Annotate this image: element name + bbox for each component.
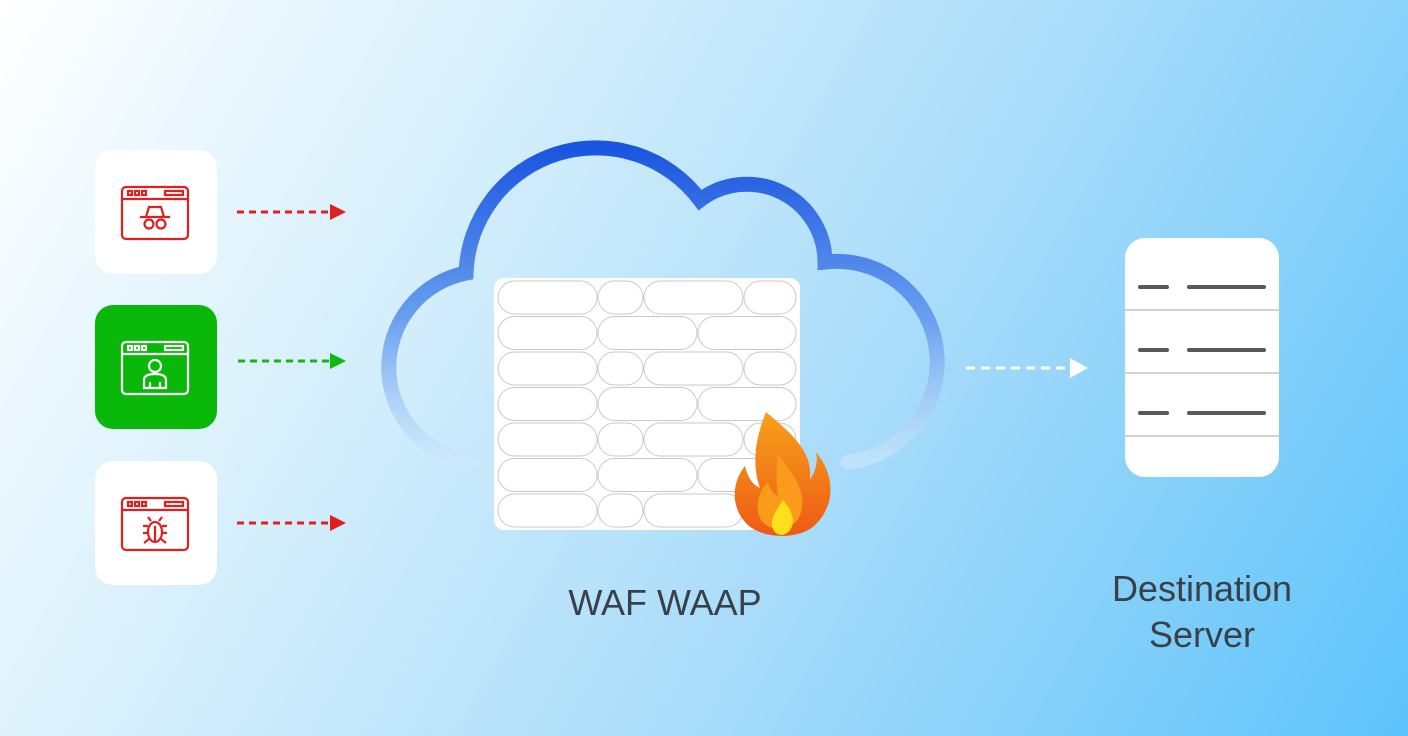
wall-brick — [597, 387, 698, 421]
wall-brick — [597, 458, 698, 492]
wall-brick — [497, 387, 598, 421]
wall-brick — [597, 280, 644, 315]
wall-brick — [697, 387, 797, 421]
destination-label-line2: Server — [1148, 614, 1256, 655]
client-card-spy — [95, 150, 217, 274]
wall-brick — [497, 351, 598, 386]
wall-brick — [643, 422, 744, 457]
wall-brick — [643, 280, 744, 315]
wall-brick — [743, 280, 797, 315]
wall-brick — [643, 351, 744, 386]
destination-server — [1125, 238, 1279, 477]
firewall-wall — [494, 278, 800, 530]
wall-brick — [743, 351, 797, 386]
arrow-to-server — [966, 358, 1088, 378]
wall-brick — [497, 422, 598, 457]
wall-brick — [597, 493, 644, 528]
wall-brick — [697, 316, 797, 350]
arrow-malicious-2 — [237, 515, 346, 531]
destination-label-line1: Destination — [1111, 568, 1293, 609]
bug-browser-icon — [120, 496, 190, 552]
spy-browser-icon — [120, 185, 190, 241]
request-arrows — [237, 204, 1088, 531]
wall-brick — [497, 280, 598, 315]
wall-brick — [497, 316, 598, 350]
wall-brick — [497, 458, 598, 492]
cloud-outline — [381, 140, 945, 470]
fire-icon — [734, 412, 831, 536]
client-card-bug — [95, 461, 217, 585]
wall-brick — [597, 351, 644, 386]
arrow-legit — [238, 353, 346, 369]
wall-brick — [643, 493, 744, 528]
wall-brick — [497, 493, 598, 528]
wall-brick — [597, 316, 698, 350]
wall-brick — [597, 422, 644, 457]
waf-label: WAF WAAP — [568, 582, 762, 623]
client-card-user — [95, 305, 217, 429]
arrow-malicious-1 — [237, 204, 346, 220]
destination-label: Destination Server — [1070, 566, 1334, 658]
user-browser-icon — [120, 340, 190, 396]
